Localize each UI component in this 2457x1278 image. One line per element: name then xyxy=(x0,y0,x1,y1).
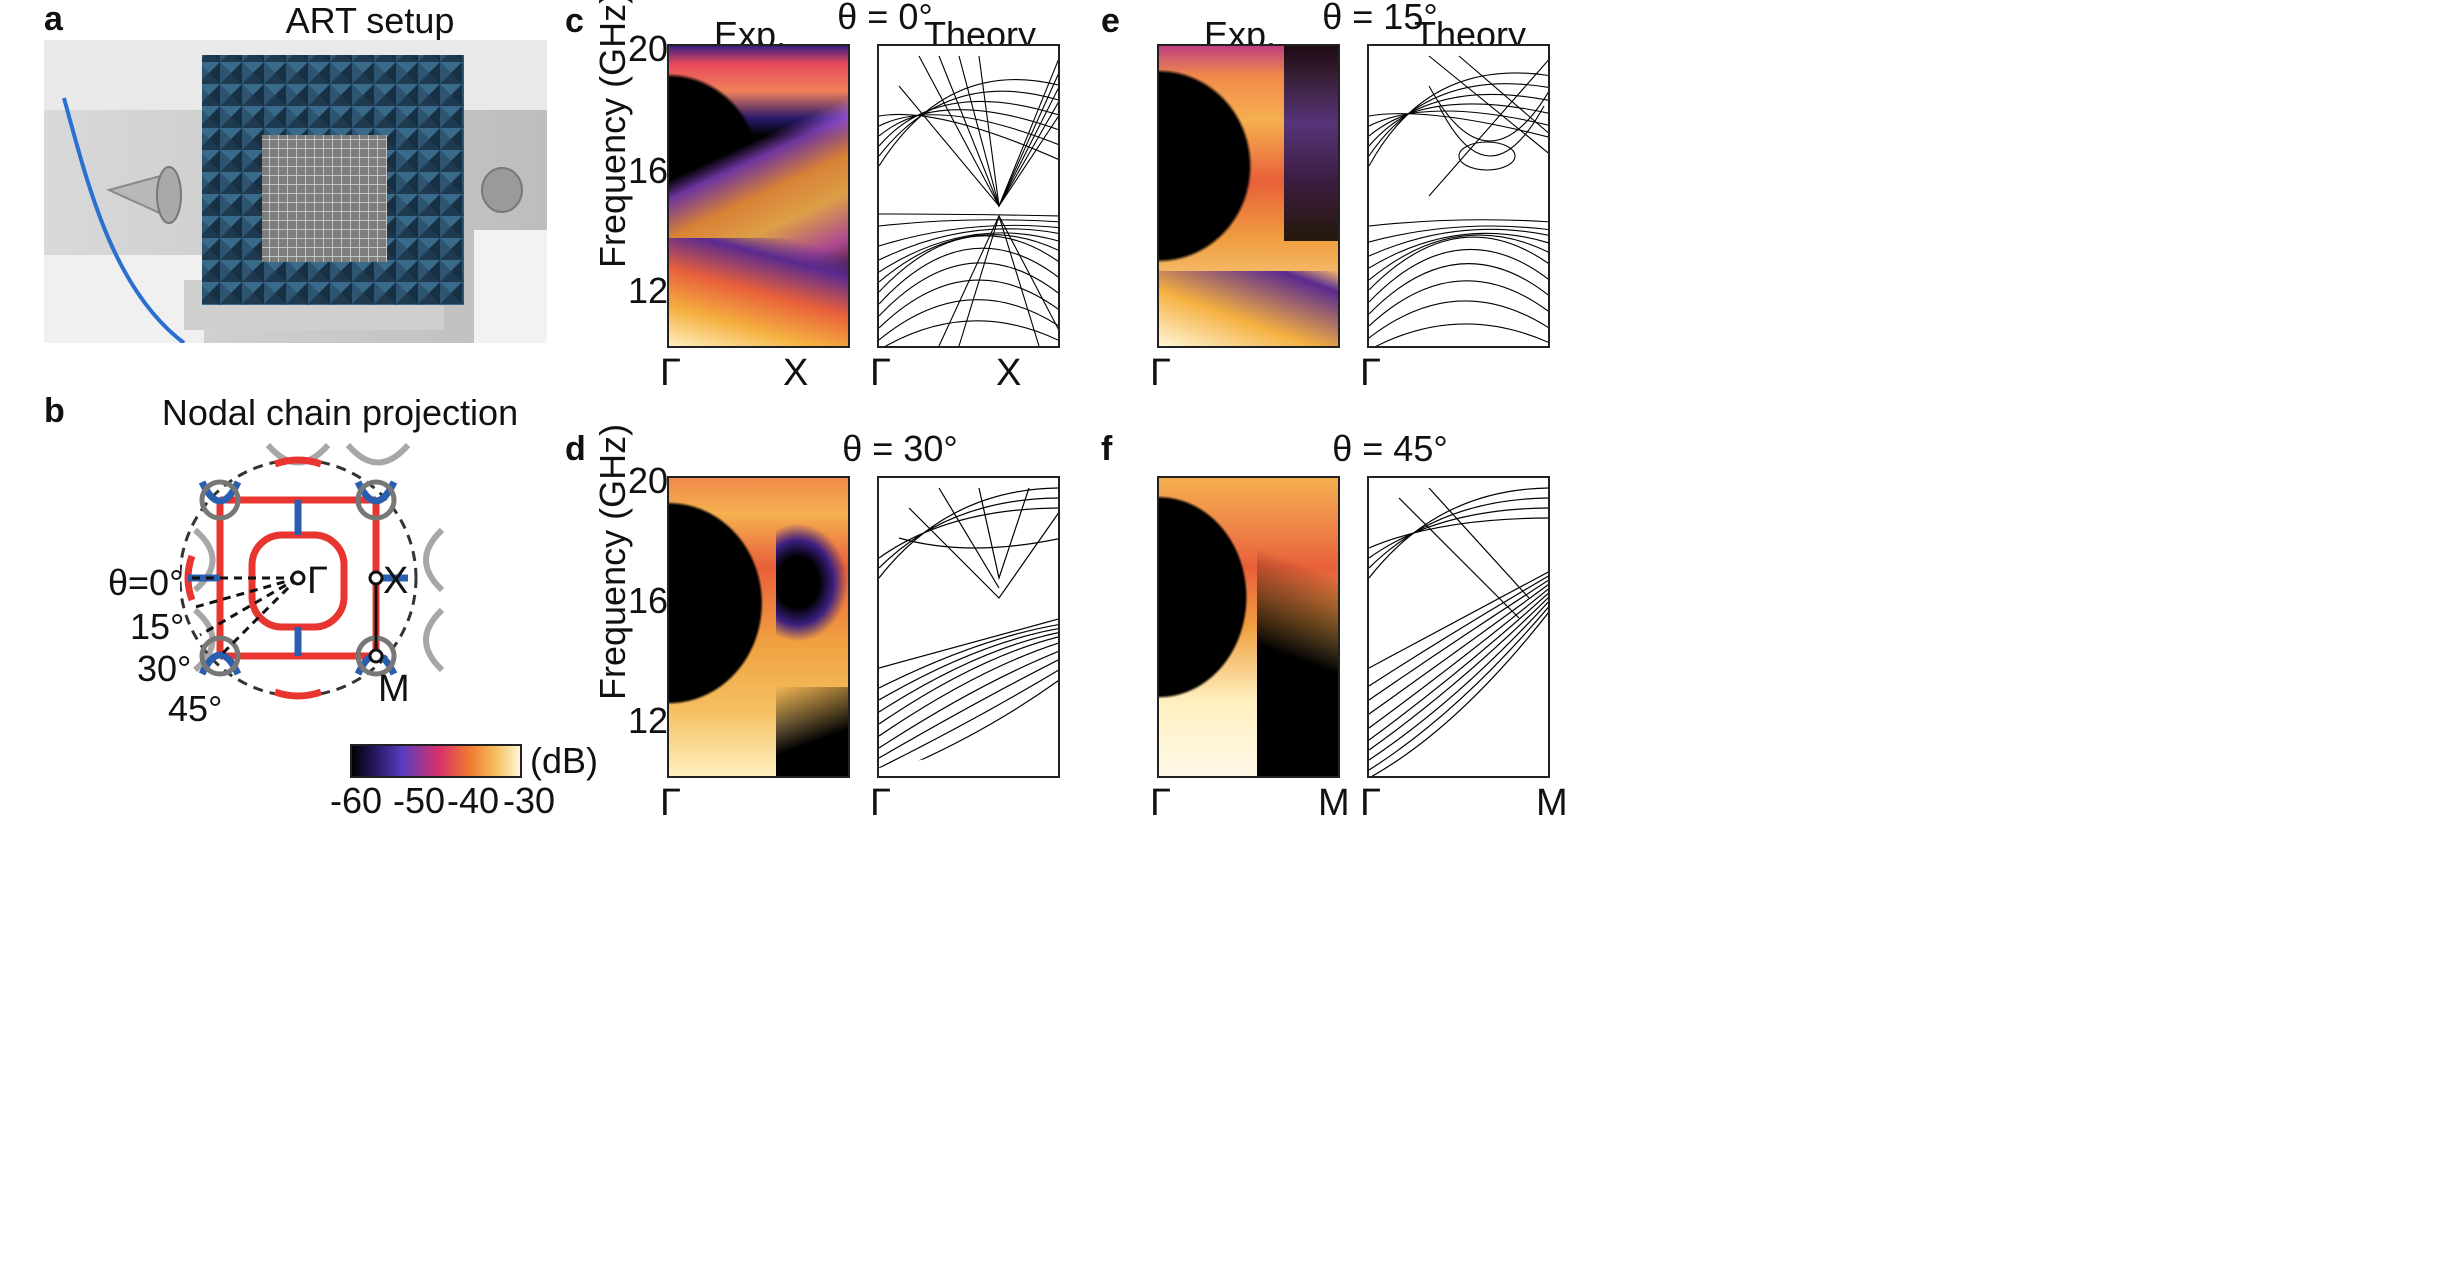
x-point-label: X xyxy=(383,560,409,602)
angle-label-15: 15° xyxy=(130,606,185,647)
art-setup-photo xyxy=(44,40,547,343)
panel-e-exp-xtick-gamma: Γ xyxy=(1150,352,1171,394)
colorbar-tick-2: -40 xyxy=(447,780,500,821)
panel-c-ytick-20: 20 xyxy=(628,28,669,69)
panel-f-theory-xtick-m: M xyxy=(1536,782,1568,824)
panel-b-letter: b xyxy=(44,392,65,430)
panel-f-exp-heatmap xyxy=(1157,476,1340,778)
panel-c-letter: c xyxy=(565,2,584,40)
panel-d-ytick-16: 16 xyxy=(628,580,669,621)
colorbar-tick-0: -60 xyxy=(330,780,383,821)
panel-c-ytick-16: 16 xyxy=(628,150,669,191)
angle-label-0: θ=0° xyxy=(108,562,184,603)
panel-c-theory-xtick-x: X xyxy=(996,352,1022,394)
panel-c-ytick-12: 12 xyxy=(628,270,669,311)
panel-c-exp-xtick-x: X xyxy=(783,352,809,394)
panel-e-theory-xtick-gamma: Γ xyxy=(1360,352,1381,394)
panel-e-theory-bands xyxy=(1367,44,1550,348)
panel-b-title: Nodal chain projection xyxy=(161,392,519,433)
nodal-chain-diagram xyxy=(180,442,445,700)
panel-d-letter: d xyxy=(565,430,586,468)
angle-label-45: 45° xyxy=(168,688,223,729)
m-point-label: M xyxy=(378,668,410,710)
gamma-point-label: Γ xyxy=(307,560,328,602)
panel-a-title: ART setup xyxy=(285,0,455,41)
panel-c-exp-heatmap xyxy=(667,44,850,348)
panel-c-theory-bands xyxy=(877,44,1060,348)
panel-d-angle: θ = 30° xyxy=(842,428,958,469)
panel-f-theory-xtick-gamma: Γ xyxy=(1360,782,1381,824)
panel-d-theory-xtick-gamma: Γ xyxy=(870,782,891,824)
panel-e-exp-heatmap xyxy=(1157,44,1340,348)
panel-c-theory-xtick-gamma: Γ xyxy=(870,352,891,394)
panel-d-theory-bands xyxy=(877,476,1060,778)
panel-c-angle: θ = 0° xyxy=(837,0,933,37)
colorbar-tick-1: -50 xyxy=(393,780,446,821)
panel-d-exp-heatmap xyxy=(667,476,850,778)
panel-f-angle: θ = 45° xyxy=(1332,428,1448,469)
colorbar xyxy=(350,744,522,778)
angle-label-30: 30° xyxy=(137,648,192,689)
panel-f-letter: f xyxy=(1101,430,1113,468)
panel-a-letter: a xyxy=(44,0,63,38)
panel-f-exp-xtick-m: M xyxy=(1318,782,1350,824)
panel-e-letter: e xyxy=(1101,2,1120,40)
colorbar-tick-3: -30 xyxy=(503,780,556,821)
panel-d-exp-xtick-gamma: Γ xyxy=(660,782,681,824)
panel-e-angle: θ = 15° xyxy=(1322,0,1438,37)
panel-f-theory-bands xyxy=(1367,476,1550,778)
panel-d-ytick-20: 20 xyxy=(628,460,669,501)
panel-f-exp-xtick-gamma: Γ xyxy=(1150,782,1171,824)
colorbar-unit: (dB) xyxy=(530,740,599,781)
panel-d-ytick-12: 12 xyxy=(628,700,669,741)
panel-c-exp-xtick-gamma: Γ xyxy=(660,352,681,394)
